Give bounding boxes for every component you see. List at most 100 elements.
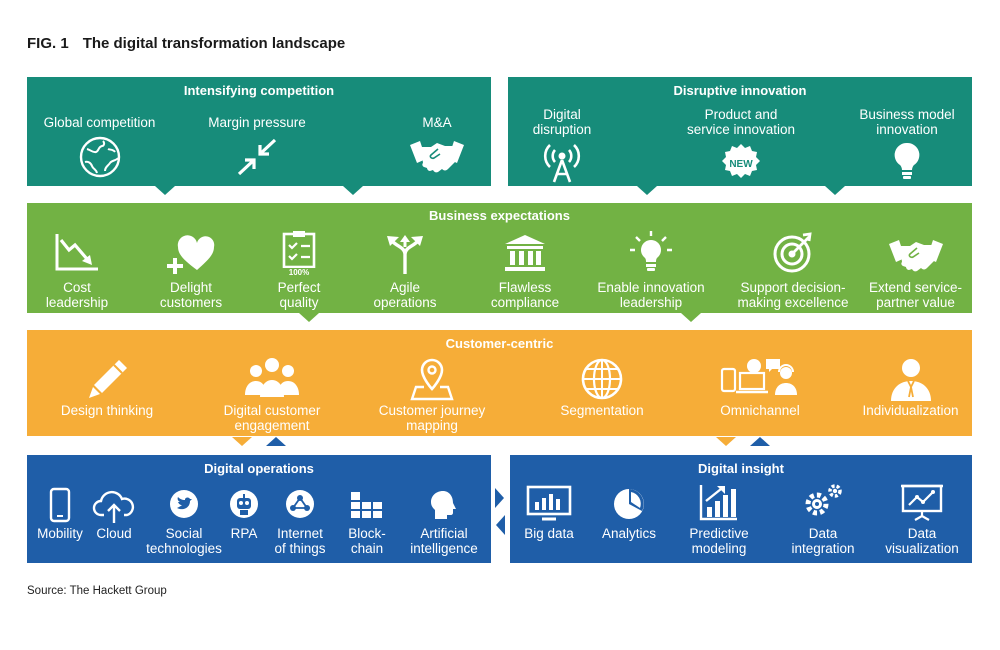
cloud-upload-icon [92, 489, 136, 525]
item-label: RPA [230, 526, 258, 541]
heart-plus-icon [167, 234, 215, 276]
item-analytics: Analytics [588, 483, 670, 561]
item-label: Delight customers [159, 280, 223, 310]
item-enable-innovation-leadership: Enable innovation leadership [585, 228, 717, 312]
panel-title: Business expectations [429, 208, 570, 223]
item-label: Enable innovation leadership [597, 280, 705, 310]
item-global-competition: Global competition [27, 107, 172, 182]
checklist-icon [281, 230, 317, 268]
item-label: Social technologies [146, 526, 222, 556]
omnichannel-icon [720, 357, 800, 397]
twitter-bird-icon [169, 489, 199, 519]
item-label: Design thinking [60, 403, 154, 418]
item-data-integration: Data integration [778, 483, 868, 561]
item-customer-journey-mapping: Customer journey mapping [362, 355, 502, 435]
arrow-down [637, 186, 657, 195]
split-arrows-icon [385, 232, 425, 274]
item-rpa: RPA [220, 483, 268, 561]
item-label: Data integration [791, 526, 855, 556]
head-icon [429, 489, 459, 521]
gears-icon [801, 483, 845, 519]
panel-title: Customer-centric [445, 336, 554, 351]
arrow-down [299, 313, 319, 322]
iot-globe-icon [285, 489, 315, 519]
courthouse-icon [503, 234, 547, 272]
item-data-visualization: Data visualization [872, 483, 972, 561]
item-digital-customer-engagement: Digital customer engagement [202, 355, 342, 435]
new-badge-icon: NEW [720, 143, 762, 183]
item-label: Segmentation [560, 403, 644, 418]
robot-icon [229, 489, 259, 519]
item-segmentation: Segmentation [537, 355, 667, 435]
blocks-icon [350, 491, 384, 519]
item-design-thinking: Design thinking [37, 355, 177, 435]
item-agile-operations: Agile operations [355, 228, 455, 312]
monitor-chart-icon [526, 485, 572, 521]
item-label: Individualization [862, 403, 959, 418]
item-label: Mobility [37, 526, 83, 541]
arrow-up [750, 437, 770, 446]
item-omnichannel: Omnichannel [695, 355, 825, 435]
phone-icon [49, 487, 71, 523]
handshake-icon [408, 137, 466, 177]
item-label: Perfect quality [277, 280, 321, 310]
item-label: Block- chain [348, 526, 386, 556]
item-artificial-intelligence: Artificial intelligence [399, 483, 489, 561]
item-label: Support decision- making excellence [737, 280, 849, 310]
person-icon [888, 357, 934, 401]
item-cost-leadership: Cost leadership [27, 228, 127, 312]
item-label: Predictive modeling [689, 526, 749, 556]
item-label: M&A [422, 115, 452, 130]
group-icon [244, 357, 300, 397]
arrow-down [232, 437, 252, 446]
pencil-icon [84, 357, 130, 403]
item-perfect-quality: 100% Perfect quality [249, 228, 349, 312]
panel-disruptive-innovation: Disruptive innovation Digital disruption… [508, 77, 972, 186]
handshake-icon [887, 236, 945, 276]
item-label: Product and service innovation [686, 107, 796, 137]
panel-intensifying-competition: Intensifying competition Global competit… [27, 77, 491, 186]
presentation-icon [900, 483, 944, 521]
item-product-service-innovation: Product and service innovation NEW [666, 107, 816, 182]
target-icon [772, 232, 814, 274]
item-big-data: Big data [510, 483, 588, 561]
item-cloud: Cloud [87, 483, 141, 561]
item-m-and-a: M&A [387, 107, 487, 182]
globe-icon [78, 135, 122, 179]
item-individualization: Individualization [849, 355, 972, 435]
item-support-decision-making: Support decision- making excellence [727, 228, 859, 312]
source-note: Source: The Hackett Group [27, 585, 167, 597]
item-label: Extend service- partner value [868, 280, 963, 310]
item-label: Big data [524, 526, 574, 541]
arrow-down [343, 186, 363, 195]
arrow-right [495, 488, 504, 508]
item-label: Customer journey mapping [378, 403, 486, 433]
item-label: Internet of things [274, 526, 326, 556]
item-mobility: Mobility [29, 483, 91, 561]
figure-number: FIG. 1 [27, 35, 69, 52]
item-label: Agile operations [373, 280, 437, 310]
map-pin-icon [410, 357, 454, 401]
arrow-down [681, 313, 701, 322]
item-flawless-compliance: Flawless compliance [475, 228, 575, 312]
arrow-left [496, 515, 505, 535]
panel-digital-operations: Digital operations Mobility Cloud Social… [27, 455, 491, 563]
growth-chart-icon [699, 483, 739, 521]
arrow-down [825, 186, 845, 195]
arrow-down [716, 437, 736, 446]
globe-grid-icon [580, 357, 624, 401]
item-delight-customers: Delight customers [139, 228, 243, 312]
panel-title: Digital insight [698, 461, 784, 476]
item-business-model-innovation: Business model innovation [843, 107, 971, 182]
chart-down-icon [54, 232, 100, 272]
arrow-up [266, 437, 286, 446]
item-label: Digital customer engagement [223, 403, 321, 433]
item-blockchain: Block- chain [337, 483, 397, 561]
item-label: Global competition [43, 115, 156, 130]
item-label: Analytics [601, 526, 657, 541]
panel-title: Intensifying competition [183, 83, 335, 98]
lightbulb-icon [628, 230, 674, 274]
compress-arrows-icon [235, 137, 279, 177]
item-label: Flawless compliance [490, 280, 560, 310]
panel-title: Disruptive innovation [673, 83, 807, 98]
